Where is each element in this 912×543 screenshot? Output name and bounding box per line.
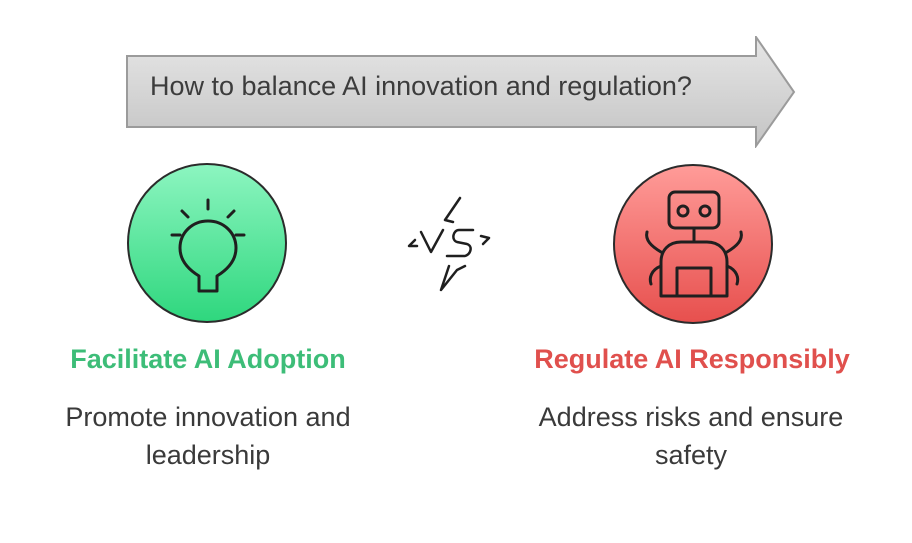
vs-lightning-icon xyxy=(405,194,497,299)
regulation-heading: Regulate AI Responsibly xyxy=(534,344,850,374)
question-banner: How to balance AI innovation and regulat… xyxy=(126,36,796,148)
arrow-banner-shape xyxy=(126,36,796,148)
lightbulb-icon xyxy=(170,198,246,293)
adoption-circle xyxy=(127,163,287,323)
adoption-heading: Facilitate AI Adoption xyxy=(70,344,346,374)
regulation-description: Address risks and ensure safety xyxy=(538,402,844,470)
regulation-circle xyxy=(613,164,773,324)
robot-icon xyxy=(645,190,743,298)
banner-question-text: How to balance AI innovation and regulat… xyxy=(150,71,692,101)
adoption-description: Promote innovation and leadership xyxy=(65,402,351,470)
